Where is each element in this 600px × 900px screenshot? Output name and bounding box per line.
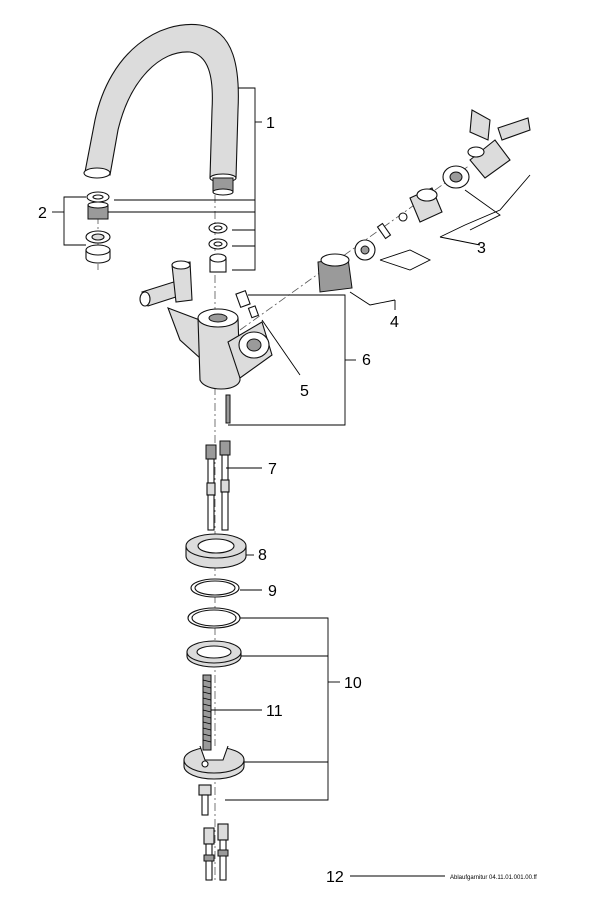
callout-6: 6 [362, 352, 371, 369]
callout-7: 7 [268, 461, 277, 478]
center-axes [97, 164, 471, 880]
leader-lines [52, 87, 531, 877]
callout-9: 9 [268, 583, 277, 600]
callout-12: 12 [326, 869, 344, 886]
callout-11: 11 [266, 703, 283, 720]
callout-4: 4 [390, 314, 399, 331]
callout-10: 10 [344, 675, 362, 692]
drain-set-note: Ablaufgarnitur 04.11.01.001.00.ff [450, 875, 537, 881]
lower-fittings [198, 784, 229, 881]
valve-body [139, 260, 273, 424]
o-ring [190, 578, 240, 598]
callout-8: 8 [258, 547, 267, 564]
callouts: 1 2 3 4 5 6 7 8 9 10 11 12 Ablaufgarnitu… [38, 115, 537, 886]
fixing-set [183, 607, 245, 780]
spout-seals [208, 222, 228, 273]
cartridge-assembly [317, 109, 531, 293]
callout-2: 2 [38, 205, 47, 222]
threaded-rod [202, 674, 212, 751]
callout-1: 1 [266, 115, 275, 132]
aerator-set [85, 191, 111, 264]
callout-3: 3 [477, 240, 486, 257]
supply-hoses [205, 440, 231, 531]
spout [83, 23, 239, 196]
callout-5: 5 [300, 383, 309, 400]
base-ring [185, 533, 247, 569]
